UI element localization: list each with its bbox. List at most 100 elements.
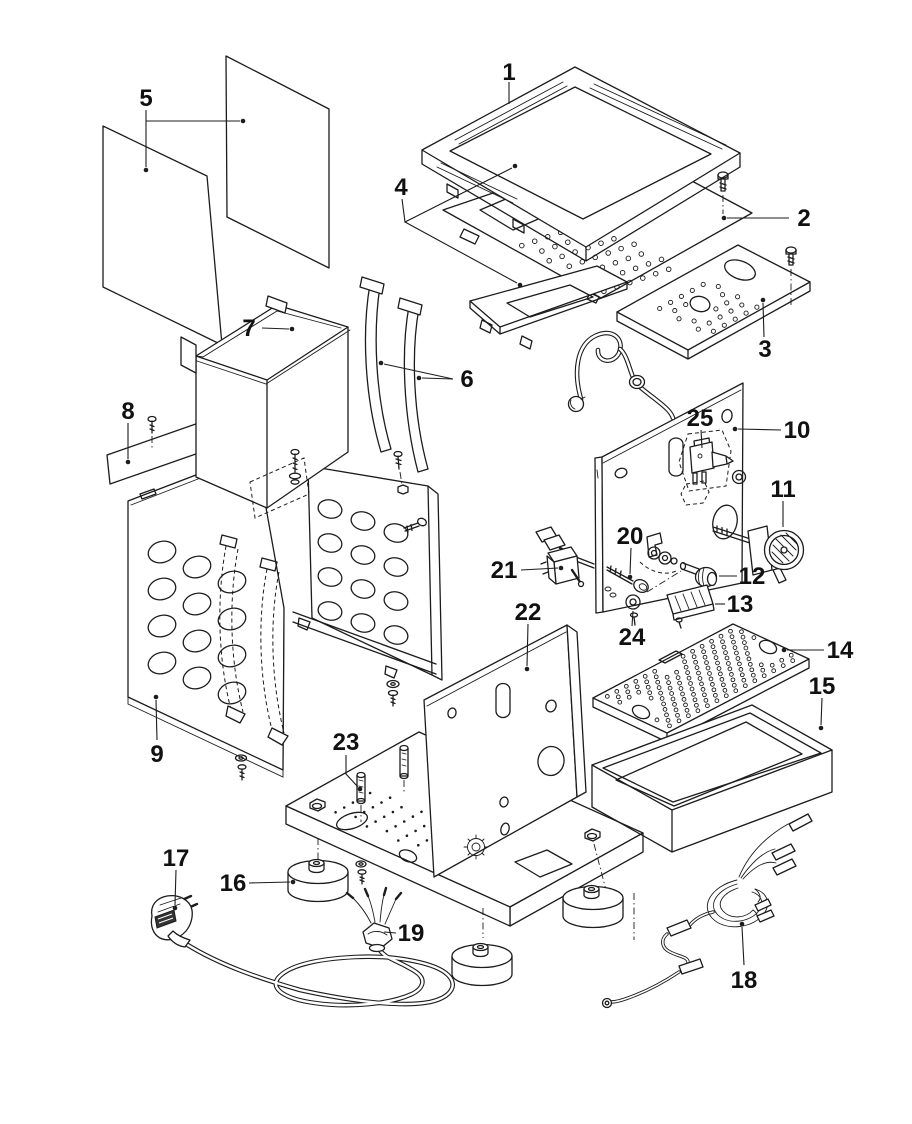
part-label-23: 23	[333, 729, 360, 756]
part-13-bracket-plate	[666, 584, 715, 629]
oval-hole-pattern	[147, 540, 247, 705]
leader-line-15	[820, 697, 823, 726]
part-7-water-tank	[180, 295, 351, 519]
part-label-7: 7	[242, 315, 255, 342]
part-label-15: 15	[809, 673, 836, 700]
part-label-3: 3	[758, 336, 771, 363]
part-11-pressure-gauge	[712, 525, 805, 584]
washer-screw-icon	[386, 679, 400, 707]
inline-connector	[678, 958, 704, 975]
part-5-side-sheet-panels	[102, 55, 330, 346]
leader-dot-9	[153, 694, 159, 700]
part-17-power-plug-cord	[150, 894, 455, 1008]
part-14-drip-tray-grid	[592, 623, 810, 743]
spade-connector	[772, 858, 797, 876]
screw-icon	[785, 246, 797, 308]
leader-line-7	[261, 327, 290, 330]
part-label-11: 11	[770, 476, 795, 503]
leader-line-4	[404, 221, 518, 284]
hex-nut-icon	[584, 828, 601, 842]
part-label-17: 17	[163, 845, 190, 872]
dial-detail	[639, 532, 678, 574]
part-3-rear-top-panel	[616, 244, 811, 360]
part-label-24: 24	[619, 624, 646, 651]
screw-icon	[717, 171, 729, 214]
screw-icon	[393, 450, 409, 495]
leader-dot-21	[558, 565, 564, 571]
part-label-14: 14	[827, 637, 854, 664]
foot	[451, 942, 513, 987]
hex-nut-icon	[309, 798, 326, 812]
spade-connector	[788, 813, 813, 832]
leader-dot-16	[290, 879, 296, 885]
part-label-6: 6	[460, 366, 473, 393]
screw-icon	[288, 448, 302, 485]
leader-dot-3	[760, 297, 766, 303]
leader-dot-8	[125, 459, 131, 465]
part-22-chassis-base	[285, 624, 644, 940]
leader-dot-4	[512, 163, 518, 169]
part-label-10: 10	[784, 417, 811, 444]
part-25-valve	[678, 429, 734, 506]
leader-line-3	[762, 302, 765, 338]
leader-dot-10	[732, 426, 738, 432]
washer-screw-icon	[234, 754, 248, 781]
leader-dot-22	[524, 666, 530, 672]
leader-dot-5	[240, 118, 246, 124]
leader-line-25	[700, 429, 703, 449]
leader-line-9	[155, 699, 158, 741]
foot	[287, 858, 349, 903]
leader-dot-15	[818, 725, 824, 731]
part-labels: 1234567891011121314151617181920212223242…	[121, 59, 854, 994]
leader-line-6	[383, 363, 454, 380]
part-19-cable-grommet	[345, 886, 403, 953]
leader-dot-6	[378, 360, 384, 366]
leader-line-18	[741, 926, 745, 966]
leader-line-17	[174, 869, 177, 906]
part-label-5: 5	[139, 85, 152, 112]
leader-dot-14	[781, 647, 787, 653]
part-label-13: 13	[727, 591, 754, 618]
part-24-washer-nut	[625, 594, 641, 626]
leader-dot-17	[172, 905, 178, 911]
gear-stamp-icon	[463, 834, 489, 860]
part-1-top-frame	[421, 66, 741, 262]
leader-dot-2	[721, 215, 727, 221]
inline-connector	[666, 919, 692, 937]
foot	[562, 884, 624, 929]
leader-dot-5	[143, 167, 149, 173]
part-label-1: 1	[502, 59, 515, 86]
part-label-12: 12	[739, 563, 766, 590]
leader-line-24	[631, 610, 634, 627]
screw-icon	[403, 517, 427, 533]
leader-dot-20	[627, 574, 633, 580]
part-label-4: 4	[394, 174, 408, 201]
part-16-feet	[287, 858, 624, 987]
sensor-wire	[567, 330, 676, 421]
part-label-25: 25	[687, 405, 714, 432]
plug	[150, 894, 199, 948]
leader-dot-18	[739, 921, 745, 927]
part-label-2: 2	[797, 205, 810, 232]
spade-connector	[756, 909, 775, 923]
part-label-9: 9	[150, 741, 163, 768]
leader-line-16	[248, 881, 291, 884]
hole-pattern	[657, 281, 760, 334]
part-12-knob	[646, 561, 718, 593]
leader-dot-23	[357, 786, 363, 792]
part-label-16: 16	[220, 870, 247, 897]
part-label-22: 22	[515, 599, 542, 626]
oval-hole-pattern	[317, 499, 409, 645]
part-10-rear-panel	[594, 382, 747, 614]
leader-dot-6	[416, 375, 422, 381]
leader-line-22	[526, 623, 529, 667]
part-label-8: 8	[121, 398, 134, 425]
leader-line-20	[629, 547, 632, 575]
washer-screw-icon	[355, 860, 367, 885]
part-label-18: 18	[731, 967, 758, 994]
leader-line-19	[383, 931, 397, 934]
part-20-screw-pin	[606, 565, 649, 594]
part-21-power-switch	[535, 526, 595, 588]
